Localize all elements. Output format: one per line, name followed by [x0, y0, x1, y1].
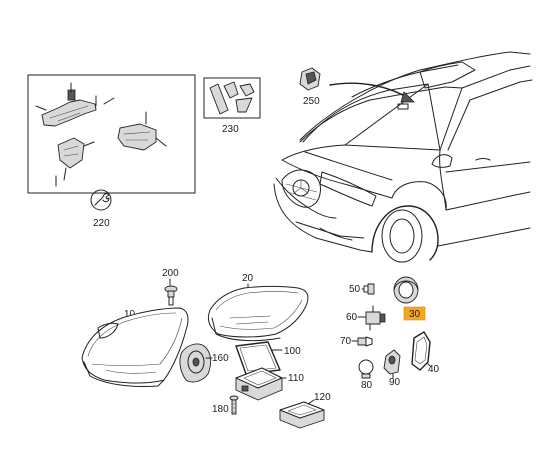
part-label-70[interactable]: 70: [340, 336, 352, 347]
part-label-20[interactable]: 20: [242, 273, 254, 284]
part-30-highlight-badge: [403, 306, 426, 321]
part-label-10[interactable]: 10: [124, 309, 136, 320]
part-120-module: 120: [279, 392, 331, 429]
part-40-cover: 40: [411, 331, 440, 375]
part-100-gasket: 100: [235, 341, 301, 375]
part-50-bulb: 50: [349, 283, 375, 295]
part-label-110[interactable]: 110: [288, 373, 304, 384]
part-70-bulb: 70: [340, 336, 373, 347]
bracket-upper: [41, 99, 97, 127]
bracket-center: [117, 123, 157, 151]
part-10-headlamp: 10: [81, 307, 189, 387]
part-label-220[interactable]: 220: [93, 218, 110, 229]
part-label-200[interactable]: 200: [162, 268, 179, 279]
part-label-250[interactable]: 250: [303, 96, 320, 107]
part-label-160[interactable]: 160: [212, 353, 229, 364]
part-20-headlamp: 20: [207, 273, 309, 342]
bracket-lower: [57, 137, 85, 169]
vehicle-illustration: [273, 51, 533, 263]
wrench-icon: [90, 189, 112, 211]
part-230: 230: [203, 77, 261, 135]
part-label-30[interactable]: 30: [409, 309, 421, 320]
part-label-60[interactable]: 60: [346, 312, 358, 323]
bracket-kit-box: 220: [27, 74, 196, 229]
part-label-180[interactable]: 180: [212, 404, 229, 415]
part-80-bulb: 80: [358, 359, 374, 391]
part-label-120[interactable]: 120: [314, 392, 331, 403]
part-180: 180: [212, 395, 239, 415]
part-60-bulb: 60: [346, 305, 386, 331]
part-label-40[interactable]: 40: [428, 364, 440, 375]
part-160: 160: [179, 343, 229, 383]
part-250: 250: [299, 67, 321, 107]
part-label-100[interactable]: 100: [284, 346, 301, 357]
part-110-control-unit: 110: [235, 367, 304, 401]
part-label-230[interactable]: 230: [222, 124, 239, 135]
part-30-cover-cap: 30: [393, 276, 426, 321]
part-label-90[interactable]: 90: [389, 377, 401, 388]
part-label-50[interactable]: 50: [349, 284, 361, 295]
part-230-frame: [203, 77, 261, 119]
bracket-kit-frame: [27, 74, 196, 194]
part-90-socket: 90: [383, 349, 401, 388]
part-label-80[interactable]: 80: [361, 380, 373, 391]
part-200: 200: [162, 268, 179, 306]
